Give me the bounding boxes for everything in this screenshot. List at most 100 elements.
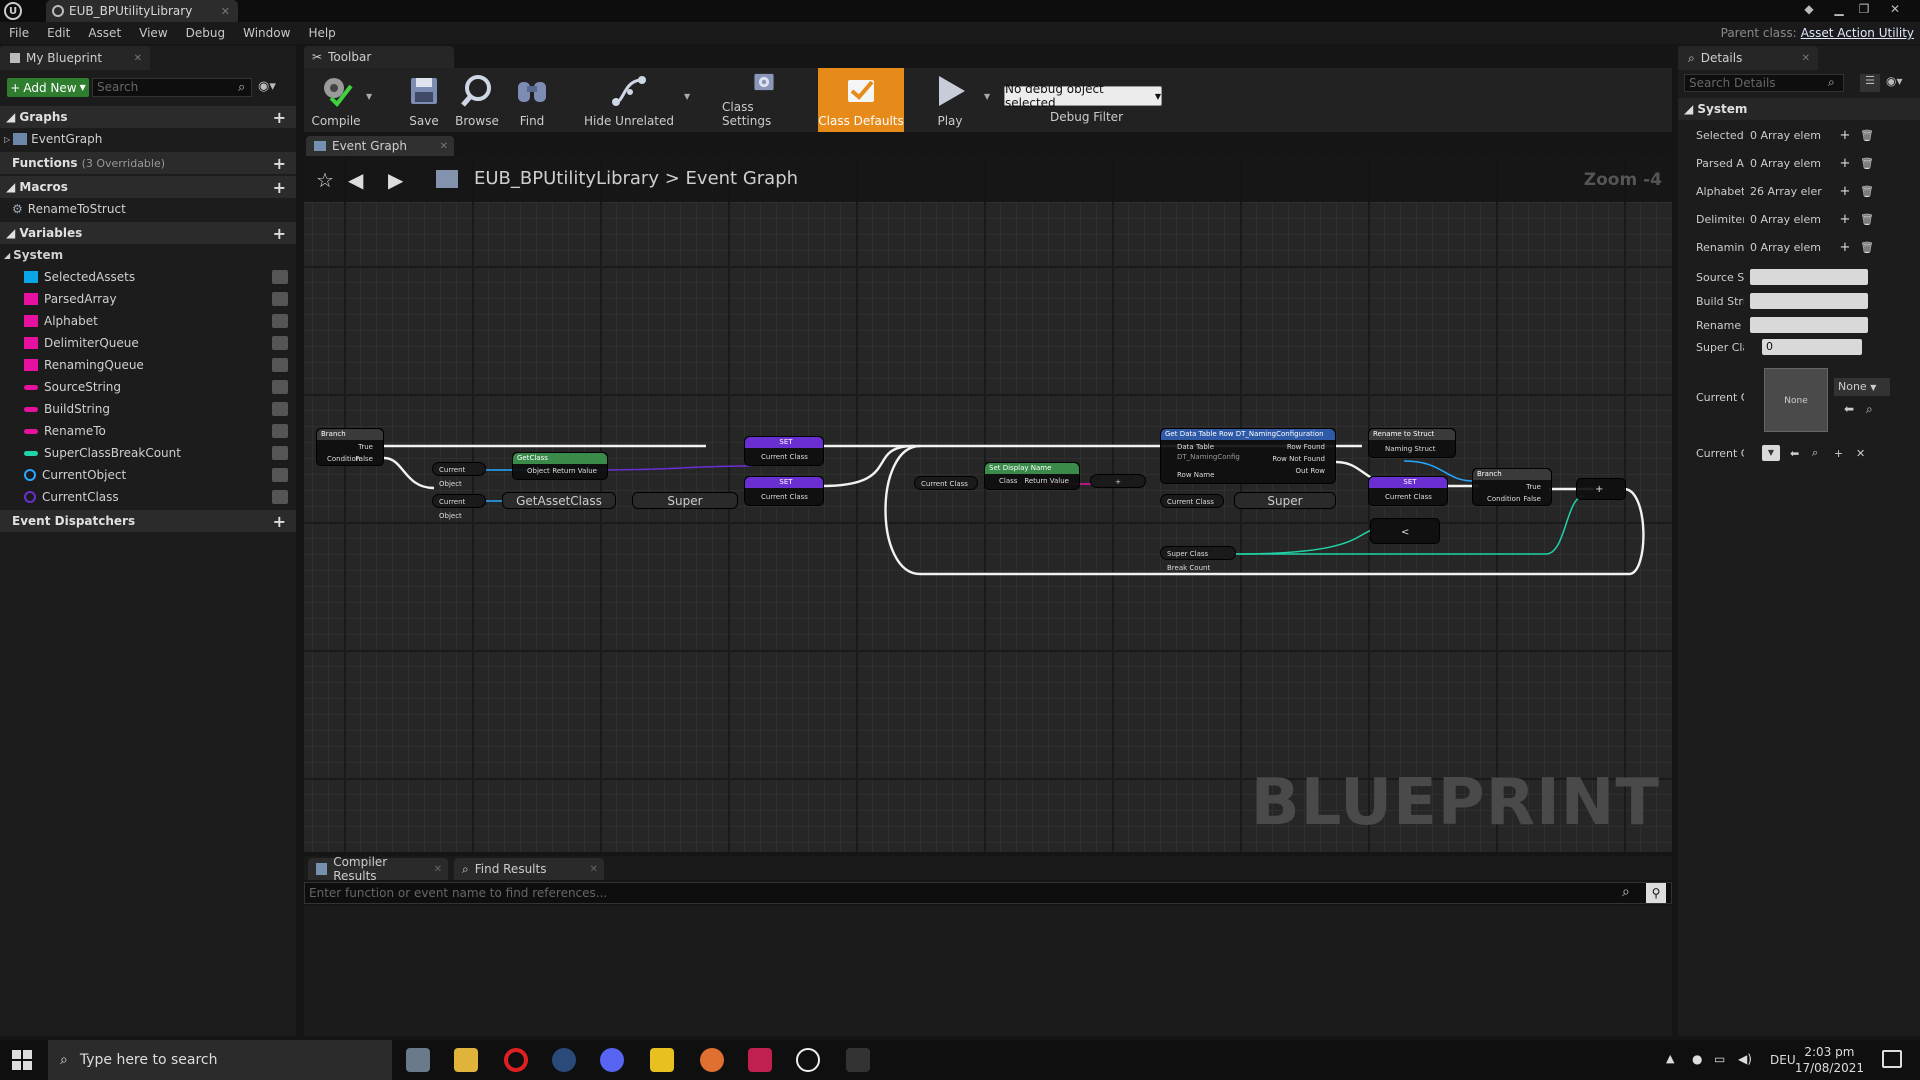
taskbar-search[interactable]: ⌕Type here to search bbox=[48, 1040, 392, 1080]
graphs-section[interactable]: ◢ Graphs+ bbox=[0, 106, 296, 128]
use-selected-icon[interactable]: ⬅ bbox=[1844, 402, 1855, 416]
save-button[interactable]: Save bbox=[402, 68, 446, 132]
add-variable-icon[interactable]: + bbox=[272, 223, 286, 243]
current-object-select[interactable]: None ▼ bbox=[1834, 378, 1890, 396]
document-tab[interactable]: EUB_BPUtilityLibrary ✕ bbox=[46, 0, 238, 22]
variable-item-buildstring[interactable]: BuildString bbox=[0, 398, 296, 420]
steam-icon[interactable] bbox=[552, 1048, 576, 1072]
network-icon[interactable]: ▭ bbox=[1714, 1052, 1726, 1066]
tray-chevron-icon[interactable]: ▲ bbox=[1666, 1052, 1675, 1065]
add-macro-icon[interactable]: + bbox=[272, 177, 286, 197]
class-defaults-button[interactable]: Class Defaults bbox=[818, 68, 904, 132]
branch-true-pin[interactable]: True bbox=[358, 443, 373, 451]
variables-section[interactable]: ◢ Variables+ bbox=[0, 222, 296, 244]
event-dispatchers-section[interactable]: Event Dispatchers+ bbox=[0, 510, 296, 532]
eye-icon[interactable]: ◉▾ bbox=[258, 79, 276, 94]
data-table-value[interactable]: DT_NamingConfig bbox=[1177, 453, 1240, 461]
variable-item-sourcestring[interactable]: SourceString bbox=[0, 376, 296, 398]
menu-view[interactable]: View bbox=[139, 26, 168, 40]
macros-section[interactable]: ◢ Macros+ bbox=[0, 176, 296, 198]
search-icon[interactable]: ⌕ bbox=[1622, 884, 1630, 900]
feedback-icon[interactable]: ◆ bbox=[1804, 2, 1814, 16]
discord-icon[interactable] bbox=[600, 1048, 624, 1072]
menu-window[interactable]: Window bbox=[243, 26, 291, 40]
variable-item-selectedassets[interactable]: SelectedAssets bbox=[0, 266, 296, 288]
trash-icon[interactable]: 🗑 bbox=[1860, 156, 1874, 170]
variable-item-currentobject[interactable]: CurrentObject bbox=[0, 464, 296, 486]
current-class-getter-2[interactable]: Current Class bbox=[1160, 494, 1224, 508]
visibility-toggle-icon[interactable] bbox=[272, 380, 288, 394]
branch-condition-pin[interactable]: Condition bbox=[327, 455, 361, 463]
visibility-toggle-icon[interactable] bbox=[272, 468, 288, 482]
add-function-icon[interactable]: + bbox=[272, 153, 286, 173]
menu-edit[interactable]: Edit bbox=[47, 26, 71, 40]
current-class-getter-1[interactable]: Current Class bbox=[914, 476, 978, 490]
row-name-pin[interactable]: Row Name bbox=[1177, 471, 1215, 479]
visibility-toggle-icon[interactable] bbox=[272, 336, 288, 350]
visibility-toggle-icon[interactable] bbox=[272, 424, 288, 438]
details-tab[interactable]: ⌕Details✕ bbox=[1678, 46, 1818, 70]
forward-arrow-icon[interactable]: ▶ bbox=[388, 168, 404, 192]
current-object-getter-1[interactable]: Current Object bbox=[432, 462, 486, 488]
toolbar-tab[interactable]: ✂Toolbar bbox=[304, 46, 454, 68]
details-string-input[interactable] bbox=[1750, 293, 1868, 309]
details-string-input[interactable] bbox=[1750, 269, 1868, 285]
branch-false-pin[interactable]: False bbox=[355, 455, 373, 463]
close-tab-icon[interactable]: ✕ bbox=[220, 4, 230, 18]
super-class-input[interactable]: 0 bbox=[1762, 339, 1862, 355]
view-options-icon[interactable]: ☰ bbox=[1860, 74, 1880, 92]
language-indicator[interactable]: DEU bbox=[1770, 1053, 1796, 1067]
add-new-button[interactable]: +Add New▼ bbox=[7, 78, 89, 97]
back-arrow-icon[interactable]: ◀ bbox=[348, 168, 364, 192]
parent-class-link[interactable]: Asset Action Utility bbox=[1800, 26, 1914, 40]
trash-icon[interactable]: 🗑 bbox=[1860, 240, 1874, 254]
trash-icon[interactable]: 🗑 bbox=[1860, 184, 1874, 198]
increment-node[interactable]: + bbox=[1576, 478, 1626, 500]
breadcrumb-root[interactable]: EUB_BPUtilityLibrary bbox=[474, 168, 659, 189]
set-node-3-pin[interactable]: Current Class bbox=[1385, 493, 1432, 501]
close-window-icon[interactable]: ✕ bbox=[1889, 2, 1901, 16]
display-name-return-pin[interactable]: Return Value bbox=[1024, 477, 1069, 485]
rider-icon[interactable] bbox=[748, 1048, 772, 1072]
naming-struct-pin[interactable]: Naming Struct bbox=[1385, 445, 1436, 453]
branch2-condition-pin[interactable]: Condition bbox=[1487, 495, 1521, 503]
getclass-node[interactable]: GetClass Object Return Value bbox=[512, 452, 608, 480]
tab-compiler-results[interactable]: Compiler Results✕ bbox=[308, 855, 448, 883]
blueprint-search-input[interactable]: Search bbox=[92, 78, 252, 97]
epic-games-icon[interactable] bbox=[846, 1048, 870, 1072]
play-button[interactable]: Play bbox=[926, 68, 974, 132]
visibility-toggle-icon[interactable] bbox=[272, 314, 288, 328]
close-tab-icon[interactable]: ✕ bbox=[433, 863, 442, 875]
getassetclass-node[interactable]: GetAssetClass bbox=[502, 492, 616, 509]
append-node[interactable]: + bbox=[1090, 474, 1146, 488]
set-node-3[interactable]: SET Current Class bbox=[1368, 476, 1448, 506]
add-graph-icon[interactable]: + bbox=[272, 107, 286, 127]
volume-icon[interactable]: ◀) bbox=[1738, 1052, 1752, 1066]
menu-asset[interactable]: Asset bbox=[88, 26, 122, 40]
visibility-toggle-icon[interactable] bbox=[272, 270, 288, 284]
hide-unrelated-button[interactable]: Hide Unrelated bbox=[584, 68, 674, 132]
opera-icon[interactable] bbox=[504, 1048, 528, 1072]
super-node-2[interactable]: Super bbox=[1234, 492, 1336, 509]
visibility-toggle-icon[interactable] bbox=[272, 490, 288, 504]
details-search-input[interactable]: Search Details bbox=[1684, 74, 1844, 92]
rename-to-struct-node[interactable]: Rename to Struct Naming Struct bbox=[1368, 428, 1456, 458]
details-string-input[interactable] bbox=[1750, 317, 1868, 333]
visibility-toggle-icon[interactable] bbox=[272, 292, 288, 306]
event-graph-tab[interactable]: Event Graph✕ bbox=[306, 136, 454, 156]
add-dispatcher-icon[interactable]: + bbox=[272, 511, 286, 531]
super-class-break-count-getter[interactable]: Super Class Break Count bbox=[1160, 546, 1236, 572]
browse-asset-icon[interactable]: ⌕ bbox=[1866, 402, 1873, 416]
set-node-2[interactable]: SET Current Class bbox=[744, 476, 824, 506]
minimize-icon[interactable]: ▁ bbox=[1834, 2, 1844, 16]
compile-options-icon[interactable]: ▼ bbox=[366, 92, 373, 101]
branch2-false-pin[interactable]: False bbox=[1523, 495, 1541, 503]
class-settings-button[interactable]: Class Settings bbox=[722, 68, 806, 132]
details-system-category[interactable]: ◢ System bbox=[1678, 98, 1920, 120]
tab-find-results[interactable]: ⌕Find Results✕ bbox=[454, 858, 604, 880]
unreal-engine-icon[interactable] bbox=[796, 1048, 820, 1072]
current-object-getter-2[interactable]: Current Object bbox=[432, 494, 486, 520]
set-node-1-pin[interactable]: Current Class bbox=[761, 453, 808, 461]
row-not-found-pin[interactable]: Row Not Found bbox=[1272, 455, 1325, 463]
